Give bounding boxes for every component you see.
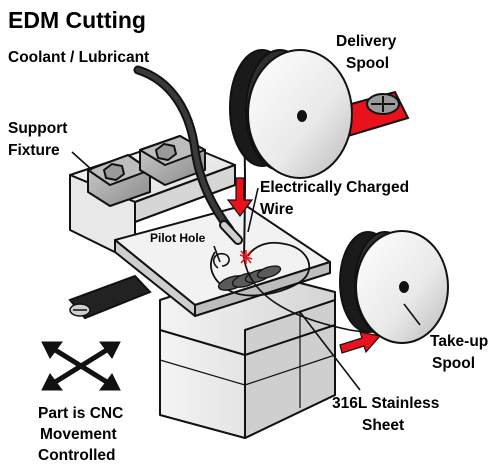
- label-wire-1: Electrically Charged: [260, 179, 409, 196]
- four-way-arrow-icon: [41, 341, 121, 391]
- label-delivery-1: Delivery: [336, 33, 397, 50]
- takeup-spool: [339, 230, 449, 344]
- cut-path: [210, 241, 311, 297]
- label-takeup-2: Spool: [432, 355, 475, 372]
- label-cnc-1: Part is CNC: [38, 405, 123, 422]
- label-sheet-1: 316L Stainless: [332, 395, 439, 412]
- label-wire-2: Wire: [260, 201, 294, 218]
- label-coolant: Coolant / Lubricant: [8, 49, 149, 66]
- clamp-right: [139, 135, 206, 186]
- direction-arrow-icon: [226, 177, 382, 354]
- spark-icon: [239, 250, 253, 264]
- label-takeup-1: Take-up: [430, 333, 488, 350]
- clamp-left: [87, 154, 151, 207]
- fixture-strap: [68, 274, 152, 320]
- label-cnc-3: Controlled: [38, 447, 116, 464]
- stainless-sheet: [114, 204, 331, 317]
- delivery-spool: [229, 49, 410, 179]
- label-delivery-2: Spool: [346, 55, 389, 72]
- label-support-1: Support: [8, 120, 67, 137]
- label-support-2: Fixture: [8, 142, 60, 159]
- coolant-tube: [133, 65, 243, 245]
- label-pilot-hole: Pilot Hole: [150, 231, 206, 245]
- label-sheet-2: Sheet: [362, 417, 404, 434]
- leader-lines: [71, 151, 421, 391]
- page-title: EDM Cutting: [8, 7, 146, 33]
- spiral-cutout: [217, 265, 282, 291]
- label-cnc-2: Movement: [40, 426, 117, 443]
